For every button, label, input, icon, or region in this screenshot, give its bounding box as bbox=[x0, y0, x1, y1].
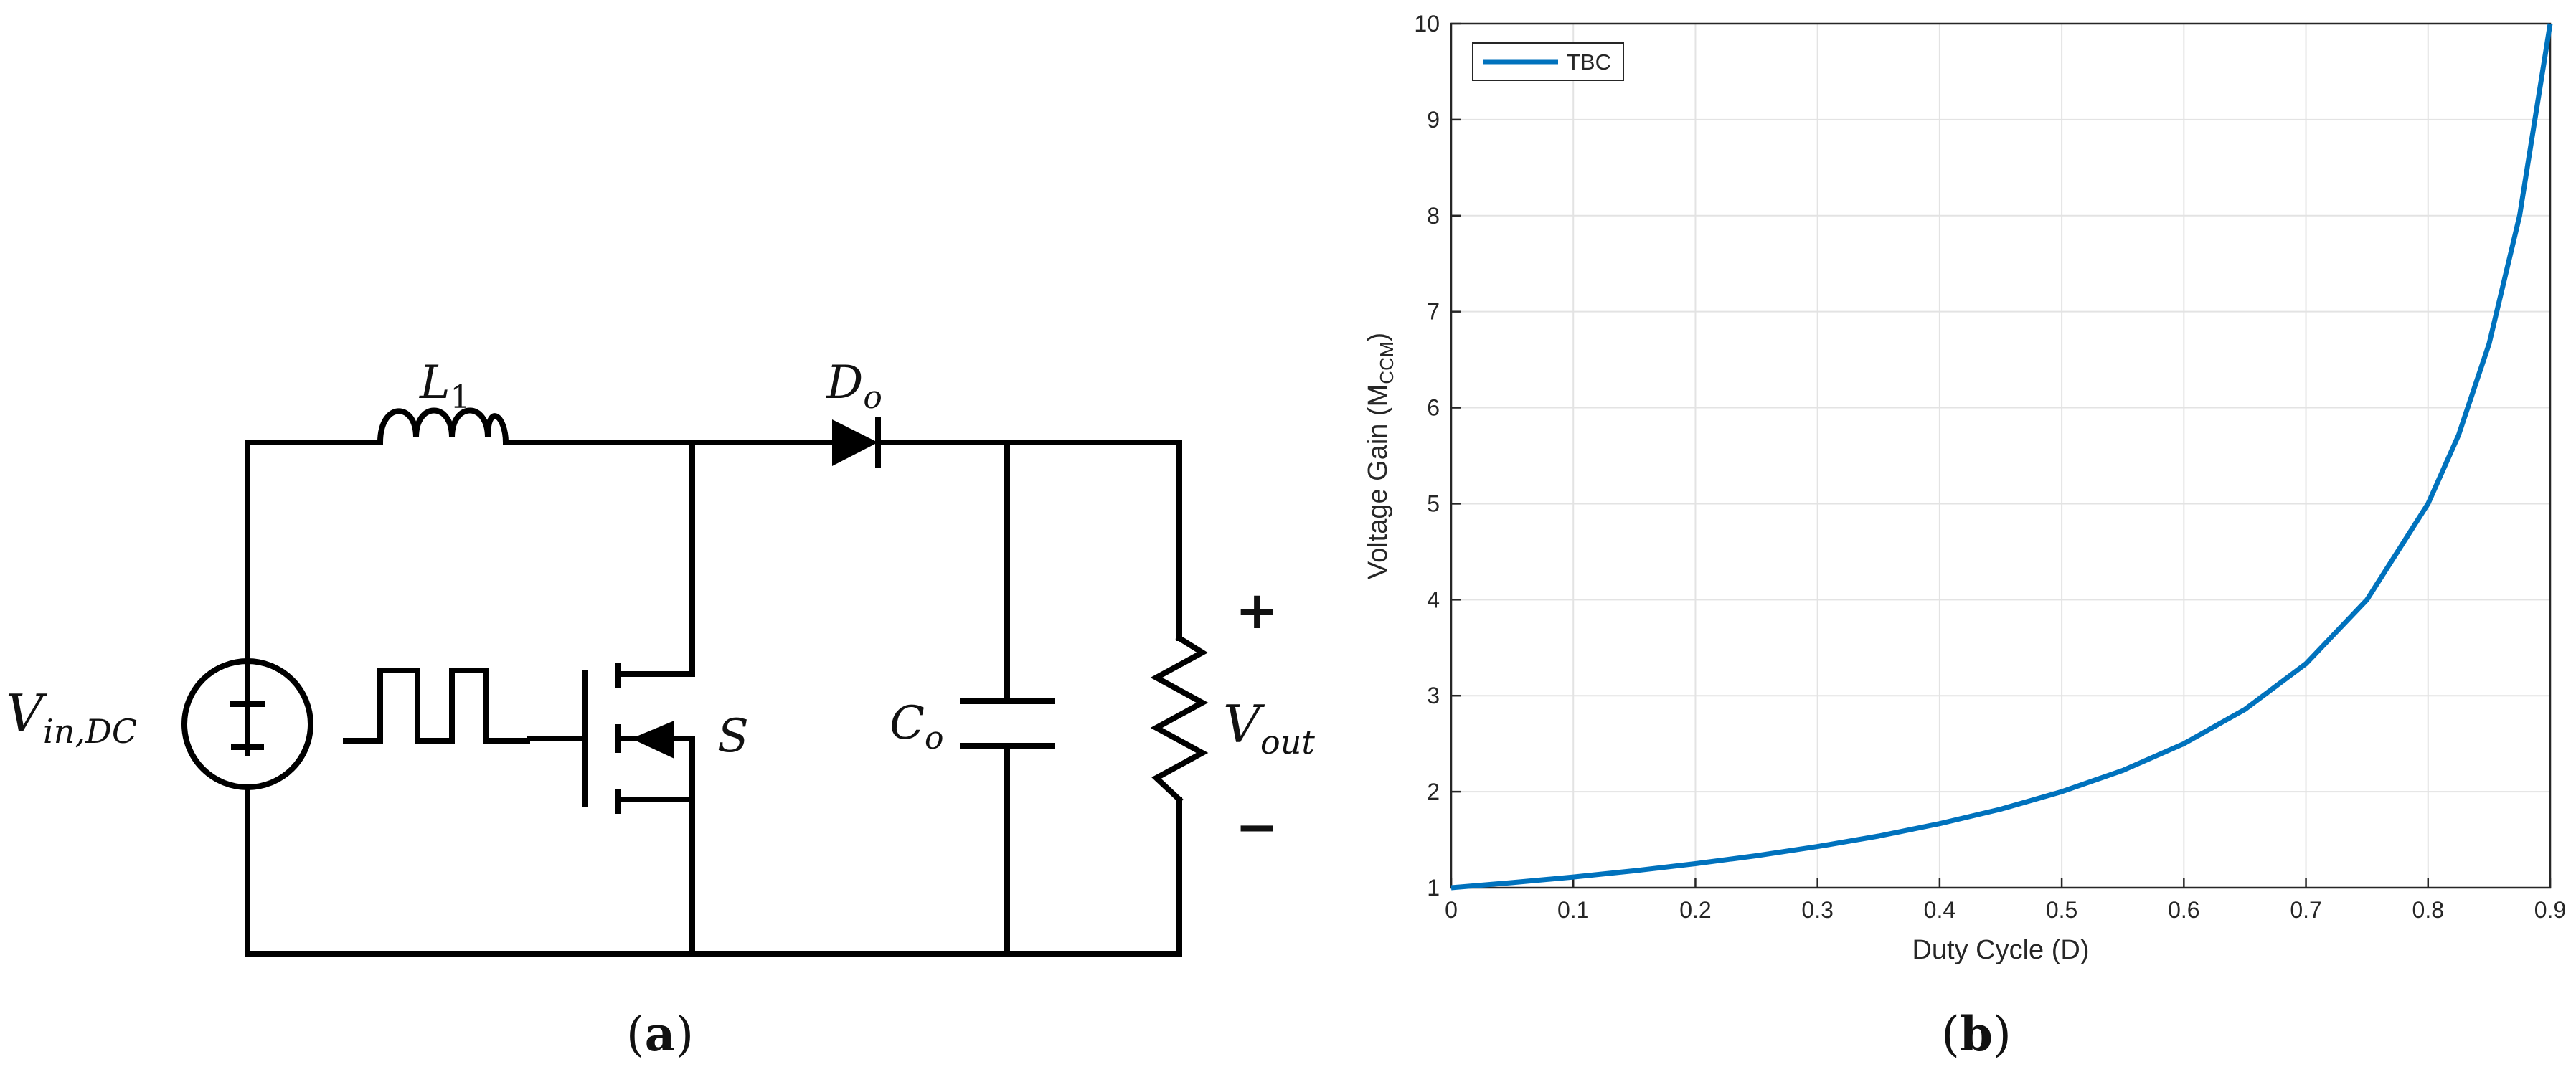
x-axis-label: Duty Cycle (D) bbox=[1912, 935, 2089, 965]
load-resistor bbox=[1150, 634, 1209, 804]
caption-a: (a) bbox=[626, 1006, 694, 1062]
circuit-diagram: L1 Do S Co Vin,DC Vout + − bbox=[6, 356, 1315, 957]
y-tick-label: 9 bbox=[1427, 107, 1440, 133]
diode-label: Do bbox=[826, 356, 882, 416]
x-tick-label: 0.9 bbox=[2534, 897, 2566, 923]
diode-triangle bbox=[832, 419, 878, 466]
x-tick-label: 0.7 bbox=[2290, 897, 2321, 923]
axis-ticks: 0 0.1 0.2 0.3 0.4 0.5 0.6 0.7 0.8 0.9 1 2 3 4 5 6 7 8 9 10 bbox=[1414, 11, 2566, 923]
voltage-source-plus bbox=[230, 687, 265, 721]
y-tick-label: 3 bbox=[1427, 683, 1440, 708]
voltage-source-circle bbox=[181, 658, 313, 790]
wire-top-right bbox=[878, 440, 1182, 641]
y-tick-label: 6 bbox=[1427, 395, 1440, 421]
mosfet-switch bbox=[527, 663, 674, 814]
diode-symbol bbox=[832, 417, 881, 468]
switch-label: S bbox=[717, 710, 749, 763]
x-tick-label: 0.6 bbox=[2168, 897, 2199, 923]
y-tick-label: 4 bbox=[1427, 587, 1440, 612]
vout-label: Vout bbox=[1223, 694, 1315, 762]
x-tick-label: 0.5 bbox=[2046, 897, 2077, 923]
y-axis-label: Voltage Gain (MCCM) bbox=[1363, 333, 1397, 579]
series-line-tbc bbox=[1450, 23, 2553, 891]
plot-frame bbox=[1450, 22, 2552, 889]
y-tick-label: 1 bbox=[1427, 875, 1440, 901]
y-tick-label: 10 bbox=[1414, 11, 1440, 37]
inductor-label: L1 bbox=[419, 356, 471, 416]
wire-switch-source bbox=[618, 797, 695, 957]
vout-minus-sign: − bbox=[1235, 796, 1278, 857]
inductor-coil bbox=[377, 407, 509, 446]
capacitor-label: Co bbox=[890, 697, 943, 756]
vout-plus-sign: + bbox=[1235, 579, 1278, 640]
caption-b: (b) bbox=[1941, 1006, 2011, 1062]
vin-label: Vin,DC bbox=[6, 683, 137, 751]
mosfet-arrow bbox=[631, 721, 674, 759]
x-tick-label: 0.1 bbox=[1557, 897, 1589, 923]
x-tick-label: 0.2 bbox=[1679, 897, 1711, 923]
wire-switch-drain bbox=[618, 440, 695, 677]
x-tick-label: 0 bbox=[1445, 897, 1458, 923]
voltage-source bbox=[181, 658, 313, 790]
wire-top-left bbox=[245, 440, 383, 756]
y-tick-label: 8 bbox=[1427, 203, 1440, 229]
legend: TBC bbox=[1472, 42, 1624, 81]
plot-area bbox=[1451, 24, 2550, 888]
y-tick-label: 2 bbox=[1427, 779, 1440, 805]
x-tick-label: 0.3 bbox=[1801, 897, 1833, 923]
y-tick-label: 5 bbox=[1427, 490, 1440, 516]
wire-bottom bbox=[245, 786, 1182, 957]
y-tick-label: 7 bbox=[1427, 299, 1440, 325]
gate-pulse-waveform bbox=[343, 668, 530, 744]
x-tick-label: 0.4 bbox=[1924, 897, 1955, 923]
x-tick-label: 0.8 bbox=[2412, 897, 2444, 923]
output-capacitor bbox=[960, 698, 1055, 749]
legend-label-tbc: TBC bbox=[1567, 49, 1611, 75]
